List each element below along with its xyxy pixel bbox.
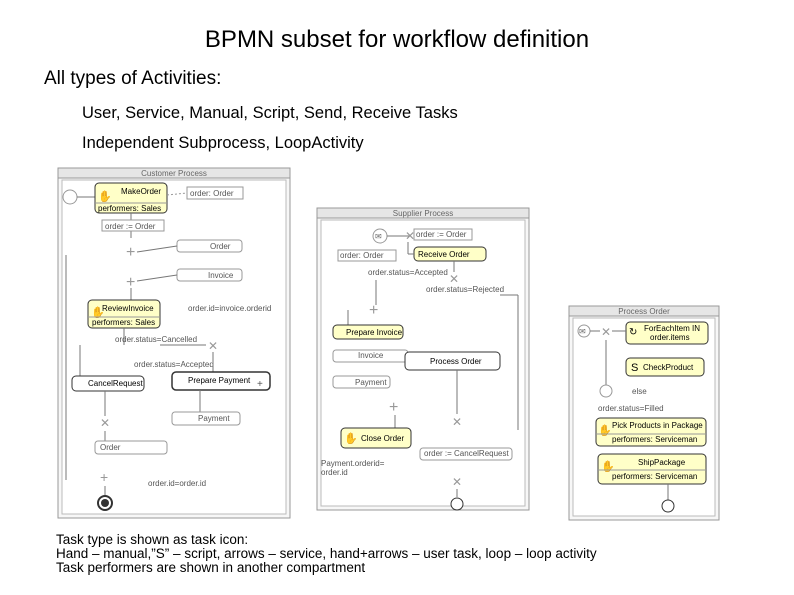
process-order-pool: Process Order ✉ ✕ ↻ ForEachItem IN order… — [568, 305, 720, 521]
check-product-task — [625, 357, 705, 377]
svg-text:Prepare Invoice: Prepare Invoice — [346, 328, 403, 337]
hand-icon: ✋ — [598, 424, 612, 437]
customer-process-pool: Customer Process ✋ MakeOrder performers:… — [57, 167, 291, 519]
svg-text:Prepare Payment: Prepare Payment — [188, 376, 251, 385]
message-end-event — [661, 499, 675, 513]
note-performers: Task performers are shown in another com… — [56, 560, 366, 575]
svg-text:+: + — [369, 302, 378, 319]
svg-text:Process Order: Process Order — [430, 357, 482, 366]
start-event — [62, 189, 78, 205]
svg-text:Pick Products in Package: Pick Products in Package — [612, 421, 703, 430]
cancel-request-task — [71, 375, 145, 392]
subprocess-types-line: Independent Subprocess, LoopActivity — [82, 134, 364, 152]
invoice-orderid-condition: order.id=invoice.orderid — [188, 304, 271, 313]
parallel-gateway-3: + — [100, 469, 108, 485]
svg-text:else: else — [632, 387, 647, 396]
svg-text:order: Order: order: Order — [190, 189, 234, 198]
user-task-icon: ✋ — [91, 306, 105, 319]
activities-bullet: All types of Activities: — [44, 68, 222, 89]
hand-icon: ✋ — [344, 432, 358, 445]
payment-message-doc — [171, 411, 241, 426]
svg-text:order.status=Filled: order.status=Filled — [598, 404, 664, 413]
page-title: BPMN subset for workflow definition — [204, 26, 590, 53]
svg-text:ForEachItem IN: ForEachItem IN — [644, 324, 700, 333]
svg-text:CancelRequest: CancelRequest — [88, 379, 143, 388]
note-task-icon: Task type is shown as task icon: — [56, 532, 249, 547]
svg-text:order := CancelRequest: order := CancelRequest — [424, 449, 509, 458]
svg-text:order.status=Rejected: order.status=Rejected — [426, 285, 504, 294]
svg-text:Supplier Process: Supplier Process — [393, 209, 453, 218]
task-types-line: User, Service, Manual, Script, Send, Rec… — [82, 104, 458, 122]
svg-text:✕: ✕ — [452, 415, 462, 429]
svg-text:✕: ✕ — [405, 229, 415, 243]
svg-text:Payment: Payment — [355, 378, 387, 387]
exclusive-gateway-1: ✕ — [208, 339, 218, 353]
svg-text:order.id: order.id — [321, 468, 348, 477]
svg-text:✕: ✕ — [601, 325, 611, 339]
parallel-gateway-1: + — [126, 244, 135, 261]
svg-text:order: Order: order: Order — [340, 251, 384, 260]
process-order-subprocess — [404, 351, 501, 371]
svg-text:Invoice: Invoice — [208, 271, 234, 280]
svg-text:performers: Sales: performers: Sales — [92, 318, 155, 327]
svg-text:✉: ✉ — [579, 327, 586, 336]
svg-text:✕: ✕ — [452, 475, 462, 489]
orderid-condition: order.id=order.id — [148, 479, 206, 488]
supplier-process-pool: Supplier Process ✉ ✕ order := Order orde… — [316, 207, 530, 511]
svg-text:order.status=Accepted: order.status=Accepted — [134, 360, 214, 369]
svg-text:order.status=Accepted: order.status=Accepted — [368, 268, 448, 277]
svg-text:ShipPackage: ShipPackage — [638, 458, 686, 467]
close-order-task — [340, 427, 412, 449]
prepare-payment-task — [171, 371, 271, 391]
svg-text:Invoice: Invoice — [358, 351, 384, 360]
svg-text:Process Order: Process Order — [618, 307, 670, 316]
prepare-invoice-task — [332, 324, 404, 340]
svg-text:Order: Order — [210, 242, 231, 251]
customer-pool-title: Customer Process — [141, 169, 207, 178]
message-end-event — [450, 497, 464, 511]
script-icon: S — [631, 362, 638, 374]
exclusive-gateway: ✕ — [449, 272, 459, 286]
svg-text:Close Order: Close Order — [361, 434, 404, 443]
payment-doc — [332, 375, 391, 389]
svg-text:+: + — [257, 379, 263, 390]
make-order-performers: performers: Sales — [98, 204, 161, 213]
foreach-loop-task — [625, 321, 709, 345]
order-assign-label — [101, 219, 165, 232]
envelope-icon: ✉ — [375, 232, 382, 241]
note-icon-legend: Hand – manual,”S” – script, arrows – ser… — [56, 546, 597, 561]
svg-text:performers: Serviceman: performers: Serviceman — [612, 435, 697, 444]
order-message-doc-2 — [94, 440, 168, 455]
svg-text:order := Order: order := Order — [416, 230, 467, 239]
pick-products-task — [595, 417, 707, 447]
svg-text:order.items: order.items — [650, 333, 690, 342]
svg-text:Order: Order — [100, 443, 121, 452]
loop-icon: ↻ — [629, 327, 637, 338]
svg-text:order := Order: order := Order — [105, 222, 156, 231]
svg-text:Payment: Payment — [198, 414, 230, 423]
parallel-gateway-2: + — [126, 274, 135, 291]
order-object — [337, 249, 397, 262]
cancel-request-doc — [419, 447, 513, 461]
svg-text:+: + — [389, 399, 398, 416]
svg-text:CheckProduct: CheckProduct — [643, 363, 694, 372]
svg-text:Payment.orderid=: Payment.orderid= — [321, 459, 385, 468]
svg-text:order.status=Cancelled: order.status=Cancelled — [115, 335, 197, 344]
make-order-label: MakeOrder — [121, 187, 161, 196]
timer-event — [599, 384, 613, 398]
svg-text:performers: Serviceman: performers: Serviceman — [612, 472, 697, 481]
svg-text:Receive Order: Receive Order — [418, 250, 470, 259]
ship-package-task — [597, 453, 707, 485]
exclusive-gateway-2: ✕ — [100, 416, 110, 430]
review-invoice-label: ReviewInvoice — [102, 304, 154, 313]
user-task-icon: ✋ — [98, 190, 112, 203]
